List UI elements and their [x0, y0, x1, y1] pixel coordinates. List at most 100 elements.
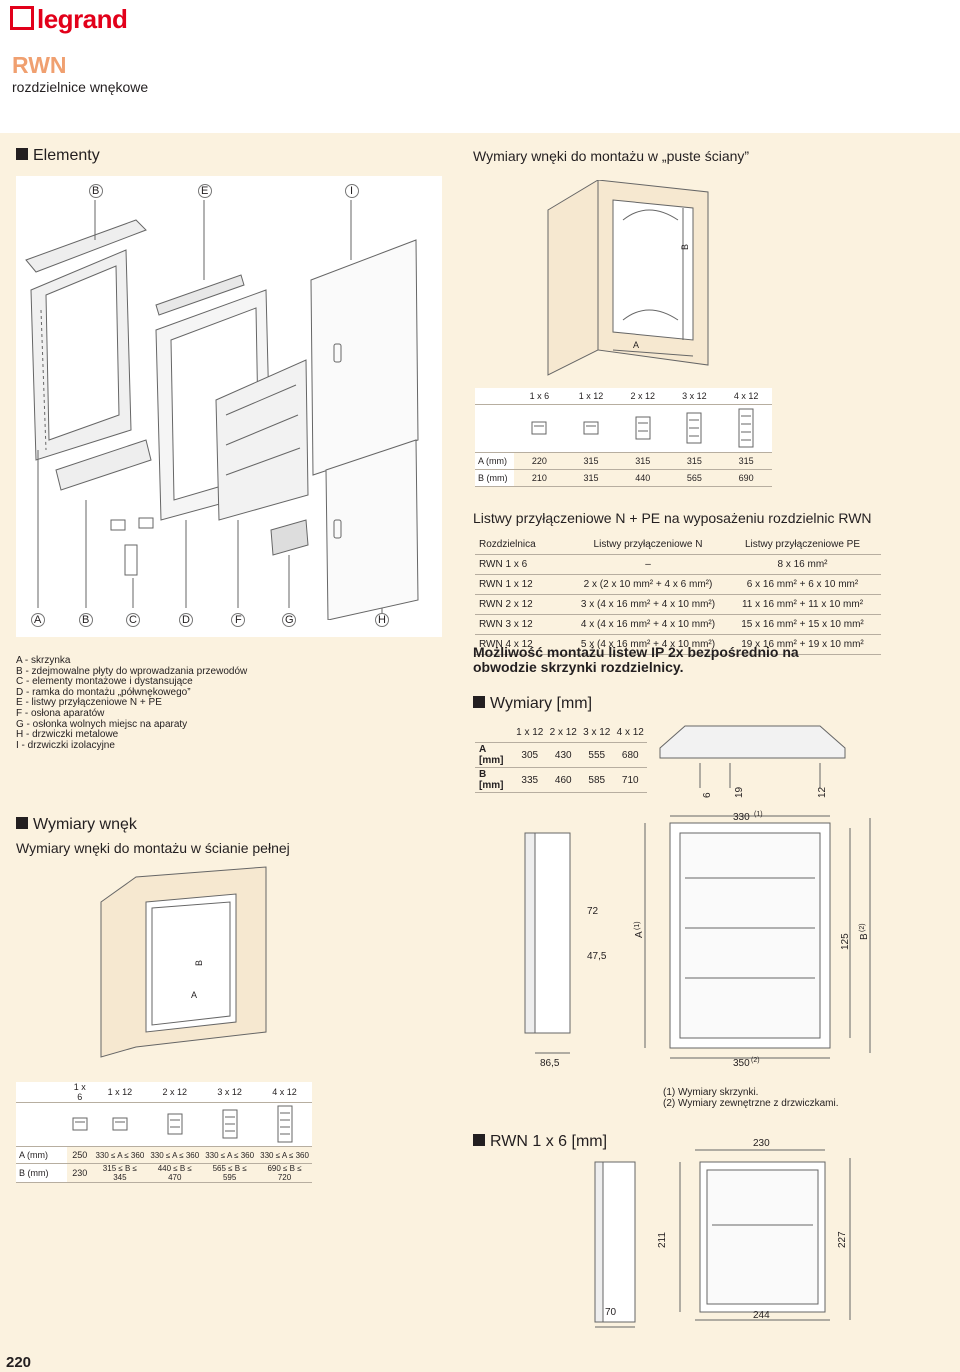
square-bullet-icon	[16, 148, 28, 160]
table-cell: 3 x (4 x 16 mm² + 4 x 10 mm²)	[572, 594, 724, 615]
column-header: 4 x 12	[613, 723, 647, 743]
table-cell: 330 ≤ A ≤ 360	[257, 1146, 312, 1164]
table-cell: 330 ≤ A ≤ 360	[202, 1146, 258, 1164]
table-cell: 305	[513, 742, 547, 768]
label-circle	[345, 184, 359, 198]
legend-item: H - drzwiczki metalowe	[16, 729, 119, 741]
table-cell: 440	[616, 469, 669, 487]
table-cell: 11 x 16 mm² + 11 x 10 mm²	[724, 594, 881, 615]
legend-item: C - elementy montażowe i dystansujące	[16, 676, 193, 688]
table-cell: 315	[565, 452, 617, 470]
enclosure-icon	[565, 404, 617, 453]
legend-item: B - zdejmowalne płyty do wprowadzania pr…	[16, 665, 248, 677]
table-cell: 460	[546, 767, 580, 793]
label-circle	[89, 184, 103, 198]
table-cell: 5 x (4 x 16 mm² + 4 x 10 mm²)	[572, 634, 724, 655]
dim-superscript: (1)	[754, 811, 763, 818]
table-cell: RWN 1 x 6	[475, 554, 572, 575]
column-header: 1 x 6	[67, 1082, 93, 1103]
row-header: B [mm]	[475, 767, 513, 793]
solid-wall-table: 1 x 6 1 x 12 2 x 12 3 x 12 4 x 12 A (mm)…	[16, 1082, 312, 1183]
column-header: Listwy przyłączeniowe N	[572, 535, 724, 555]
table-cell: 230	[67, 1163, 93, 1183]
table-cell: 19 x 16 mm² + 19 x 10 mm²	[724, 634, 881, 655]
hollow-wall-drawing: A B	[547, 180, 709, 376]
dim-label: 211	[657, 1232, 668, 1248]
square-bullet-icon	[473, 696, 485, 708]
elements-bottom-label: D	[182, 614, 190, 626]
label-circle	[198, 184, 212, 198]
table-cell: RWN 3 x 12	[475, 614, 572, 635]
table-cell: 315	[720, 452, 772, 470]
elements-top-label: E	[201, 185, 209, 197]
elements-top-label: I	[350, 185, 354, 197]
column-header: 1 x 12	[92, 1082, 148, 1103]
elements-legend: A - skrzynka B - zdejmowalne płyty do wp…	[16, 655, 306, 751]
enclosure-icon	[67, 1102, 93, 1147]
table-cell: 565	[668, 469, 721, 487]
page-title: RWN	[12, 52, 67, 78]
table-cell: 680	[613, 742, 647, 768]
table-cell: 4 x (4 x 16 mm² + 4 x 10 mm²)	[572, 614, 724, 635]
label-circle	[79, 613, 93, 627]
dim-label: 86,5	[540, 1058, 560, 1069]
legend-item: E - listwy przyłączeniowe N + PE	[16, 697, 162, 709]
legrand-logo: legrand	[10, 4, 128, 35]
enclosure-icon	[202, 1102, 258, 1147]
dim-label: 350	[733, 1058, 750, 1069]
row-header: B (mm)	[16, 1163, 67, 1183]
dim-label-a: A	[191, 990, 197, 1000]
dim-label: 6	[702, 792, 713, 798]
table-cell: 210	[513, 469, 566, 487]
dim-label: 125	[840, 933, 851, 950]
enclosure-dimension-drawing: 6 19 12 330 (1) 72 47,5 A (1) 125 B (2) …	[524, 725, 871, 1069]
dim-label: A	[634, 931, 645, 938]
label-circle	[31, 613, 45, 627]
rwn-1x6-drawing: 230 211 227 70 244	[594, 1138, 851, 1328]
enclosure-icon	[616, 404, 669, 453]
table-cell: 430	[546, 742, 580, 768]
table-cell: 315	[668, 452, 721, 470]
label-circle	[375, 613, 389, 627]
column-header: 1 x 6	[513, 388, 566, 405]
dimensions-table: 1 x 12 2 x 12 3 x 12 4 x 12 A [mm] 305 4…	[475, 723, 647, 793]
table-cell: 690	[720, 469, 772, 487]
elements-heading: Elementy	[16, 147, 100, 165]
dim-label: 12	[817, 786, 828, 798]
table-cell: 710	[613, 767, 647, 793]
hollow-wall-heading: Wymiary wnęki do montażu w „puste ściany…	[473, 148, 750, 164]
elements-illustration: B E I	[16, 176, 442, 637]
column-header: 2 x 12	[147, 1082, 203, 1103]
dim-label: 70	[605, 1307, 617, 1318]
footnote: (2) Wymiary zewnętrzne z drzwiczkami.	[663, 1098, 839, 1109]
column-header: 3 x 12	[202, 1082, 258, 1103]
dim-superscript: (1)	[634, 921, 641, 930]
hollow-wall-table: 1 x 6 1 x 12 2 x 12 3 x 12 4 x 12 A (mm)…	[475, 388, 772, 487]
square-bullet-icon	[16, 817, 28, 829]
footnotes: (1) Wymiary skrzynki. (2) Wymiary zewnęt…	[663, 1087, 839, 1109]
legend-item: A - skrzynka	[16, 655, 71, 666]
dim-label: 230	[753, 1138, 770, 1149]
table-cell: 690 ≤ B ≤ 720	[257, 1163, 312, 1183]
table-cell: 315 ≤ B ≤ 345	[92, 1163, 148, 1183]
dim-label: 47,5	[587, 951, 607, 962]
column-header: 2 x 12	[546, 723, 580, 743]
legend-item: G - osłonka wolnych miejsc na aparaty	[16, 718, 188, 730]
table-cell: 555	[580, 742, 614, 768]
dim-superscript: (2)	[751, 1057, 760, 1064]
page-number: 220	[6, 1354, 32, 1371]
enclosure-icon	[668, 404, 721, 453]
table-cell: RWN 2 x 12	[475, 594, 572, 615]
square-bullet-icon	[473, 1134, 485, 1146]
solid-wall-drawing: A B	[100, 866, 267, 1058]
label-circle	[126, 613, 140, 627]
table-cell: 330 ≤ A ≤ 360	[92, 1146, 148, 1164]
table-cell: 315	[616, 452, 669, 470]
exploded-view-drawing	[25, 200, 419, 620]
elements-bottom-label: A	[34, 614, 42, 626]
table-cell: RWN 4 x 12	[475, 634, 572, 655]
legend-item: I - drzwiczki izolacyjne	[16, 739, 115, 751]
table-cell: 6 x 16 mm² + 6 x 10 mm²	[724, 574, 881, 595]
label-circle	[179, 613, 193, 627]
elements-top-label: B	[92, 185, 100, 197]
